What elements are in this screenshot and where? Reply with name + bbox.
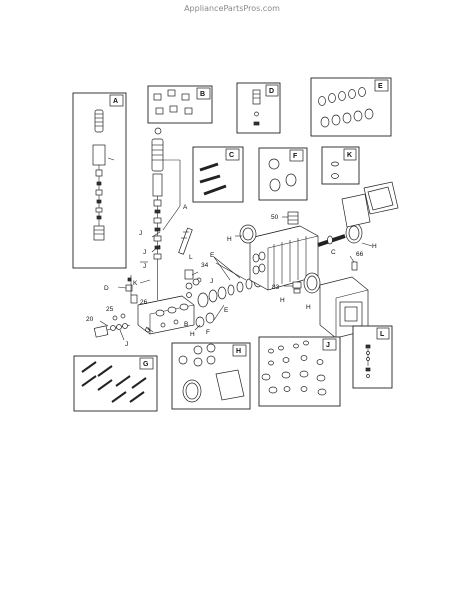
relief-valve-small-parts <box>178 227 202 298</box>
callout-d: D <box>104 285 109 292</box>
crankcase <box>239 211 363 294</box>
kit-label-f: F <box>293 153 298 160</box>
kit-box-a[interactable]: A <box>72 92 127 269</box>
inlet-fitting <box>93 313 131 338</box>
callout-a: A <box>183 204 188 211</box>
kit-label-k: K <box>347 152 352 159</box>
kit-b-parts <box>153 89 193 115</box>
kit-l-parts <box>365 344 371 378</box>
kit-label-e: E <box>378 83 383 90</box>
kit-f-parts <box>268 158 297 192</box>
callout-j-5: J <box>125 341 128 348</box>
kit-label-b: B <box>200 91 205 98</box>
kit-c-parts <box>199 162 227 196</box>
callout-h-manifold: H <box>190 331 195 338</box>
callout-c: C <box>331 249 336 256</box>
kit-label-d: D <box>269 88 274 95</box>
main-plunger-valve-stack <box>151 127 181 300</box>
callout-26: 26 <box>140 299 148 306</box>
callout-labels: 50 34 66 83 20 25 26 A C D E E F G H H H… <box>86 204 377 348</box>
callout-20: 20 <box>86 316 94 323</box>
kit-k-parts <box>331 161 339 179</box>
kit-box-l[interactable]: L <box>352 325 393 389</box>
callout-e-bottom: E <box>224 307 229 314</box>
callout-66: 66 <box>356 251 364 258</box>
kit-d-parts <box>252 89 261 126</box>
callout-j-2: J <box>143 249 146 256</box>
callout-k: K <box>133 280 138 287</box>
kit-label-h: H <box>236 348 241 355</box>
kit-h-parts <box>178 343 245 403</box>
kit-label-a: A <box>113 98 118 105</box>
callout-h-lower: H <box>306 304 311 311</box>
callout-e-top: E <box>210 252 215 259</box>
kit-label-j: J <box>326 342 330 349</box>
kit-label-l: L <box>380 331 385 338</box>
callout-j-1: J <box>139 230 142 237</box>
callout-34: 34 <box>201 262 209 269</box>
callout-f: F <box>206 329 210 336</box>
leader-lines <box>99 216 373 341</box>
kit-box-c[interactable]: C <box>192 146 244 203</box>
callout-j-3: J <box>143 263 146 270</box>
watermark: AppliancePartsPros.com <box>184 4 280 13</box>
callout-g: G <box>145 327 150 334</box>
kit-box-g[interactable]: G <box>73 355 158 412</box>
callout-83: 83 <box>272 284 280 291</box>
kit-box-d[interactable]: D <box>236 82 281 134</box>
kit-g-parts <box>81 361 147 403</box>
seal-stack <box>192 274 263 328</box>
callout-h-left: H <box>227 236 232 243</box>
kit-label-c: C <box>229 152 234 159</box>
kit-a-parts <box>92 109 115 241</box>
kit-box-k[interactable]: K <box>321 146 360 185</box>
callout-h-mid: H <box>280 297 285 304</box>
callout-h-right: H <box>372 243 377 250</box>
kit-box-h[interactable]: H <box>171 342 251 410</box>
manifold <box>125 275 195 335</box>
callout-50: 50 <box>271 214 279 221</box>
kit-e-parts <box>318 87 374 128</box>
callout-l: L <box>189 254 193 261</box>
callout-j-4: J <box>210 278 213 285</box>
kit-box-f[interactable]: F <box>258 147 308 201</box>
kit-label-g: G <box>143 361 149 368</box>
kit-box-j[interactable]: J <box>258 336 341 407</box>
gasket-and-cover <box>319 181 399 339</box>
callout-b: B <box>184 321 188 328</box>
kit-box-e[interactable]: E <box>310 77 392 137</box>
kit-j-parts <box>261 340 327 396</box>
kit-box-b[interactable]: B <box>147 85 213 124</box>
callout-25: 25 <box>106 306 114 313</box>
